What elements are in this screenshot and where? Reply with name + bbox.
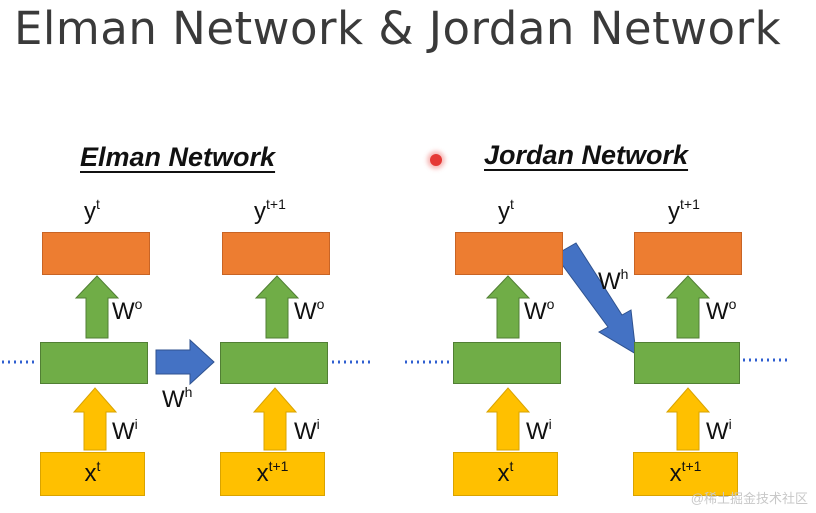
elman-hidden-box-t1	[220, 342, 328, 384]
jordan-wi-left-label: Wi	[526, 416, 552, 445]
laser-pointer-dot	[430, 154, 442, 166]
jordan-output-box-t1	[634, 232, 742, 275]
jordan-wi-right-label: Wi	[706, 416, 732, 445]
jordan-wi-arrow-left	[485, 387, 531, 451]
elman-wi-left-label: Wi	[112, 416, 138, 445]
jordan-hidden-box-t1	[634, 342, 740, 384]
elman-wo-arrow-right	[254, 275, 300, 339]
elman-input-box-t: xt	[40, 452, 145, 496]
elman-wh-label: Wh	[162, 384, 193, 413]
jordan-output-box-t	[455, 232, 563, 275]
elman-wo-arrow-left	[74, 275, 120, 339]
elman-hidden-box-t	[40, 342, 148, 384]
jordan-wh-label: Wh	[598, 266, 629, 295]
jordan-wo-left-label: Wo	[524, 296, 555, 325]
jordan-y-t-label: yt	[498, 196, 514, 225]
elman-output-box-t	[42, 232, 150, 275]
jordan-wo-right-label: Wo	[706, 296, 737, 325]
elman-wi-arrow-right	[252, 387, 298, 451]
elman-output-box-t1	[222, 232, 330, 275]
jordan-wi-arrow-right	[665, 387, 711, 451]
elman-input-box-t1: xt+1	[220, 452, 325, 496]
elman-heading: Elman Network	[80, 142, 276, 172]
jordan-wo-arrow-right	[665, 275, 711, 339]
jordan-hidden-box-t	[453, 342, 561, 384]
elman-wo-left-label: Wo	[112, 296, 143, 325]
elman-wh-arrow	[155, 338, 215, 386]
elman-wi-right-label: Wi	[294, 416, 320, 445]
jordan-input-box-t1: xt+1	[633, 452, 738, 496]
slide-title: Elman Network & Jordan Network	[14, 2, 782, 55]
jordan-y-t1-label: yt+1	[668, 196, 700, 225]
elman-y-t1-label: yt+1	[254, 196, 286, 225]
elman-wi-arrow-left	[72, 387, 118, 451]
jordan-wo-arrow-left	[485, 275, 531, 339]
elman-wo-right-label: Wo	[294, 296, 325, 325]
watermark: @稀土掘金技术社区	[690, 491, 808, 506]
jordan-heading: Jordan Network	[484, 140, 689, 170]
jordan-wh-arrow	[554, 242, 637, 355]
jordan-input-box-t: xt	[453, 452, 558, 496]
elman-y-t-label: yt	[84, 196, 100, 225]
